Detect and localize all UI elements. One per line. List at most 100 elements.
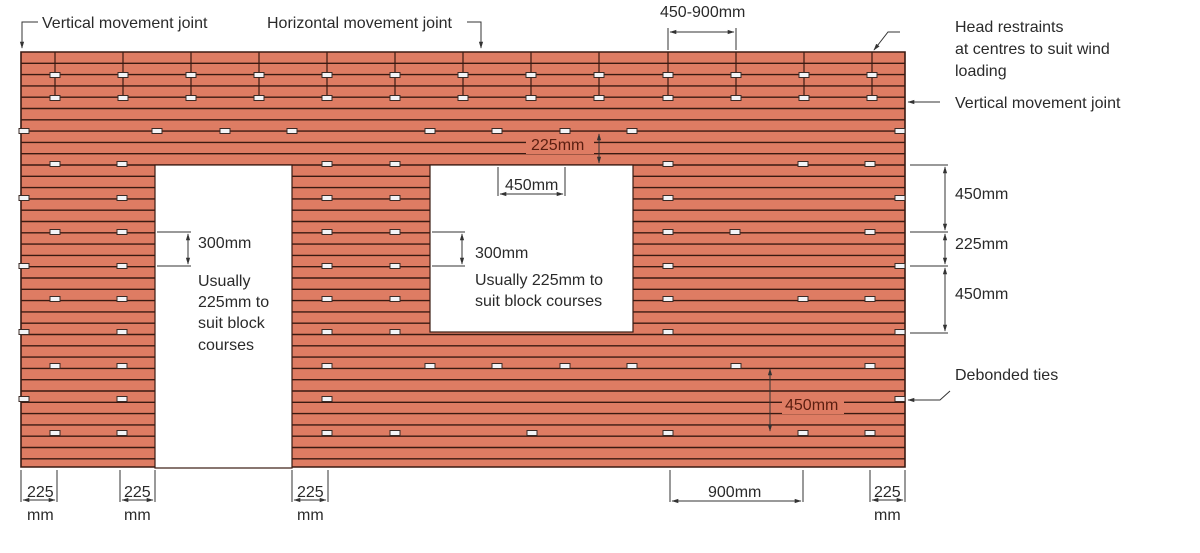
wall-tie bbox=[424, 128, 436, 134]
wall-tie bbox=[797, 430, 809, 436]
wall-tie bbox=[321, 195, 333, 201]
label-vertical-joint-right: Vertical movement joint bbox=[955, 95, 1121, 112]
label-door-note-3: suit block bbox=[198, 315, 266, 332]
wall-tie bbox=[49, 430, 61, 436]
label-spacing-top: 450-900mm bbox=[660, 4, 745, 21]
label-horizontal-joint: Horizontal movement joint bbox=[267, 15, 453, 32]
label-bottom-225-3: 225 bbox=[297, 484, 324, 501]
wall-tie bbox=[457, 72, 469, 78]
wall-tie bbox=[18, 195, 30, 201]
wall-tie bbox=[49, 229, 61, 235]
horizontal-joint-leader bbox=[467, 21, 484, 49]
label-door-note-1: Usually bbox=[198, 273, 250, 290]
wall-tie bbox=[49, 72, 61, 78]
wall-tie bbox=[18, 329, 30, 335]
label-vertical-joint-top: Vertical movement joint bbox=[42, 15, 208, 32]
wall-tie bbox=[116, 296, 128, 302]
wall-tie bbox=[49, 95, 61, 101]
wall-tie bbox=[730, 72, 742, 78]
wall-tie bbox=[864, 161, 876, 167]
label-door-note-2: 225mm to bbox=[198, 294, 269, 311]
label-head-restraints-2: at centres to suit wind bbox=[955, 41, 1110, 58]
head-restraint-leader bbox=[873, 31, 900, 51]
label-right-450-a: 450mm bbox=[955, 186, 1008, 203]
wall-tie bbox=[219, 128, 231, 134]
wall-tie bbox=[253, 72, 265, 78]
wall-tie bbox=[730, 363, 742, 369]
wall-tie bbox=[491, 363, 503, 369]
wall-tie bbox=[662, 229, 674, 235]
wall-tie bbox=[797, 161, 809, 167]
label-door-note-4: courses bbox=[198, 337, 254, 354]
wall-tie bbox=[593, 72, 605, 78]
wall-tie bbox=[321, 396, 333, 402]
debonded-ties-leader bbox=[907, 390, 951, 403]
wall-tie bbox=[321, 296, 333, 302]
wall-tie bbox=[526, 430, 538, 436]
wall-tie bbox=[894, 329, 906, 335]
wall-tie bbox=[559, 363, 571, 369]
wall-tie bbox=[18, 128, 30, 134]
wall-tie bbox=[49, 363, 61, 369]
label-window-note-1: Usually 225mm to bbox=[475, 272, 603, 289]
wall-tie bbox=[116, 195, 128, 201]
wall-tie bbox=[798, 95, 810, 101]
wall-tie bbox=[894, 263, 906, 269]
wall-tie bbox=[49, 161, 61, 167]
wall-tie bbox=[321, 263, 333, 269]
wall-tie bbox=[457, 95, 469, 101]
label-bottom-mm-4: mm bbox=[874, 507, 901, 524]
label-bottom-225-2: 225 bbox=[124, 484, 151, 501]
door-opening bbox=[154, 164, 293, 469]
label-head-restraints-3: loading bbox=[955, 63, 1007, 80]
label-right-225: 225mm bbox=[955, 236, 1008, 253]
wall-tie bbox=[389, 430, 401, 436]
wall-tie bbox=[321, 363, 333, 369]
wall-tie bbox=[185, 72, 197, 78]
wall-tie bbox=[116, 396, 128, 402]
label-bottom-225-4: 225 bbox=[874, 484, 901, 501]
wall-tie bbox=[525, 95, 537, 101]
wall-tie bbox=[116, 329, 128, 335]
label-debonded-ties: Debonded ties bbox=[955, 367, 1058, 384]
wall-tie bbox=[116, 263, 128, 269]
wall-tie bbox=[864, 363, 876, 369]
wall-tie bbox=[116, 430, 128, 436]
wall-tie bbox=[389, 95, 401, 101]
wall-tie bbox=[286, 128, 298, 134]
wall-tie bbox=[116, 363, 128, 369]
label-lintel-225: 225mm bbox=[531, 137, 584, 154]
annotation-labels: Vertical movement joint Horizontal movem… bbox=[27, 4, 1121, 524]
wall-tie bbox=[593, 95, 605, 101]
label-right-450-b: 450mm bbox=[955, 286, 1008, 303]
label-door-300: 300mm bbox=[198, 235, 251, 252]
wall-tie bbox=[559, 128, 571, 134]
wall-tie bbox=[117, 95, 129, 101]
wall-tie bbox=[626, 363, 638, 369]
wall-tie bbox=[18, 263, 30, 269]
label-bg-lintel bbox=[526, 136, 594, 154]
wall-tie bbox=[18, 396, 30, 402]
wall-tie bbox=[626, 128, 638, 134]
label-bottom-mm-2: mm bbox=[124, 507, 151, 524]
wall-tie bbox=[729, 229, 741, 235]
wall-tie bbox=[253, 95, 265, 101]
label-window-450: 450mm bbox=[505, 177, 558, 194]
wall-tie bbox=[662, 195, 674, 201]
wall-tie bbox=[662, 72, 674, 78]
wall-tie bbox=[662, 95, 674, 101]
wall-tie bbox=[321, 72, 333, 78]
wall-tie bbox=[321, 229, 333, 235]
wall-tie bbox=[866, 72, 878, 78]
label-bg-wall-450 bbox=[782, 396, 844, 414]
wall-outline bbox=[20, 51, 906, 468]
label-bottom-mm-1: mm bbox=[27, 507, 54, 524]
wall-tie bbox=[151, 128, 163, 134]
wall-tie bbox=[894, 195, 906, 201]
wall-tie bbox=[866, 95, 878, 101]
wall-tie bbox=[321, 161, 333, 167]
wall-tie bbox=[389, 329, 401, 335]
wall-tie bbox=[116, 229, 128, 235]
wall-tie bbox=[116, 161, 128, 167]
wall-tie bbox=[864, 430, 876, 436]
